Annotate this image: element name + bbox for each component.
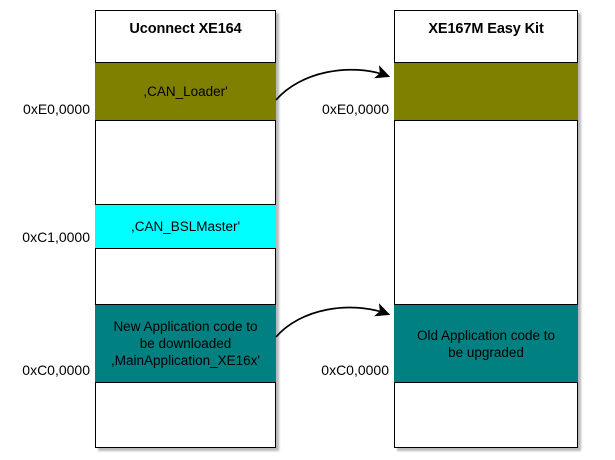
address-label-right-e00000: 0xE0,0000	[322, 101, 389, 117]
arrow-can-loader-transfer	[275, 65, 391, 101]
memory-band-can-bslmaster: ,CAN_BSLMaster'	[95, 204, 276, 249]
address-label-left-c10000: 0xC1,0000	[22, 229, 90, 245]
arrow-application-transfer	[275, 303, 391, 338]
memory-column-uconnect-xe164: Uconnect XE164 ,CAN_Loader' ,CAN_BSLMast…	[95, 10, 276, 448]
memory-band-can-loader: ,CAN_Loader'	[95, 62, 276, 121]
column-title-left: Uconnect XE164	[129, 21, 242, 37]
address-label-right-c00000: 0xC0,0000	[321, 362, 389, 378]
memory-band-loader-target	[394, 62, 578, 121]
memory-column-xe167m-easy-kit: XE167M Easy Kit Old Application code to …	[394, 10, 578, 448]
memory-band-new-application: New Application code to be downloaded ,M…	[95, 304, 276, 383]
address-label-left-e00000: 0xE0,0000	[23, 101, 90, 117]
address-label-left-c00000: 0xC0,0000	[22, 362, 90, 378]
memory-band-old-application: Old Application code to be upgraded	[394, 304, 578, 383]
column-title-right: XE167M Easy Kit	[428, 21, 544, 37]
